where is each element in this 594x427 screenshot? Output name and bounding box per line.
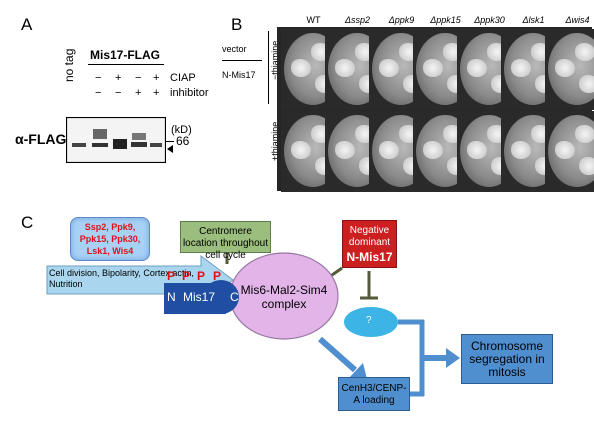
chromosome-box: Chromosome segregation in mitosis xyxy=(461,334,553,384)
kinase-list: Ssp2, Ppk9, Ppk15, Ppk30, Lsk1, Wis4 xyxy=(79,222,141,256)
phospho-p-4: P xyxy=(213,269,222,283)
phospho-p-3: P xyxy=(197,269,206,283)
chromosome-arrowhead xyxy=(446,348,460,368)
blot-band-lane3 xyxy=(113,139,127,149)
phospho-sites: P P P P xyxy=(167,269,227,283)
ciap-row: − + − + xyxy=(93,72,163,84)
plate-grid xyxy=(277,27,594,192)
construct-underline xyxy=(88,64,164,65)
row-bracket xyxy=(268,31,269,104)
arrowhead-icon xyxy=(167,145,173,153)
strain-headers: WT Δssp2 Δppk9 Δppk15 Δppk30 Δlsk1 Δwis4 xyxy=(282,15,594,27)
kinase-box: Ssp2, Ppk9, Ppk15, Ppk30, Lsk1, Wis4 xyxy=(70,217,150,261)
kd-label: (kD) xyxy=(171,124,192,136)
marker-tick xyxy=(166,141,174,142)
panel-a-label: A xyxy=(21,15,33,34)
unknown-text: ? xyxy=(366,315,372,326)
mis17-c-label: C xyxy=(230,290,239,304)
plate-minus-wis4 xyxy=(545,29,594,110)
ciap-sign-1: − xyxy=(95,72,102,84)
phospho-p-2: P xyxy=(182,269,191,283)
strain-wt: WT xyxy=(306,15,321,25)
ciap-sign-4: + xyxy=(153,72,160,84)
mis17-c-terminus xyxy=(203,280,239,314)
inhibitor-sign-2: − xyxy=(115,87,122,99)
unknown-ellipse xyxy=(344,307,398,337)
marker-66: 66 xyxy=(176,134,190,148)
inhibitor-sign-3: + xyxy=(135,87,142,99)
mis17-name: Mis17 xyxy=(183,290,216,304)
blot-band-lane4-low xyxy=(131,142,147,147)
panel-b-label: B xyxy=(231,15,243,34)
mis17-n-label: N xyxy=(167,290,176,304)
ciap-label: CIAP xyxy=(170,72,196,84)
neg-dominant-text: Negative dominant xyxy=(348,225,391,248)
strain-ssp2: Δssp2 xyxy=(344,15,371,25)
row-divider xyxy=(222,60,262,61)
inhibitor-label: inhibitor xyxy=(170,87,209,99)
strain-ppk9: Δppk9 xyxy=(388,15,415,25)
cenh3-text: CenH3/CENP-A loading xyxy=(341,383,407,406)
blot-label: α-FLAG xyxy=(15,131,67,147)
ciap-sign-2: + xyxy=(115,72,122,84)
strain-wis4: Δwis4 xyxy=(565,15,590,25)
neg-dominant-box: Negative dominant N-Mis17 xyxy=(342,220,397,268)
strain-lsk1: Δlsk1 xyxy=(522,15,545,25)
inhibitor-sign-4: + xyxy=(153,87,160,99)
blot-band-lane5 xyxy=(150,143,162,147)
complex-text: Mis6-Mal2-Sim4 complex xyxy=(240,283,328,311)
strain-ppk30: Δppk30 xyxy=(474,15,505,25)
complex-cenh3-arrow-line xyxy=(318,336,357,373)
vector-label: vector xyxy=(222,44,247,54)
chromosome-text: Chromosome segregation in mitosis xyxy=(469,339,545,379)
neg-dominant-nmis17: N-Mis17 xyxy=(346,250,393,264)
blot-band-lane1 xyxy=(72,143,86,147)
western-blot xyxy=(66,117,166,163)
n-mis17-label: N-Mis17 xyxy=(222,70,256,80)
cenh3-box: CenH3/CENP-A loading xyxy=(338,377,410,411)
construct-label: Mis17-FLAG xyxy=(90,48,161,62)
blot-band-lane2 xyxy=(93,129,107,139)
strain-ppk15: Δppk15 xyxy=(430,15,461,25)
signals-text: Cell division, Bipolarity, Cortex actin,… xyxy=(49,268,194,289)
blot-band-lane2-low xyxy=(92,143,108,147)
inhibitor-row: − − + + xyxy=(93,87,163,99)
plate-plus-wis4 xyxy=(545,111,594,192)
centromere-text: Centromere location throughout cell cycl… xyxy=(182,226,269,261)
blot-band-lane4 xyxy=(132,133,146,140)
centromere-box: Centromere location throughout cell cycl… xyxy=(180,221,271,261)
phospho-p-1: P xyxy=(167,269,176,283)
panel-c-label: C xyxy=(21,213,34,232)
inhibitor-sign-1: − xyxy=(95,87,102,99)
ciap-sign-3: − xyxy=(135,72,142,84)
